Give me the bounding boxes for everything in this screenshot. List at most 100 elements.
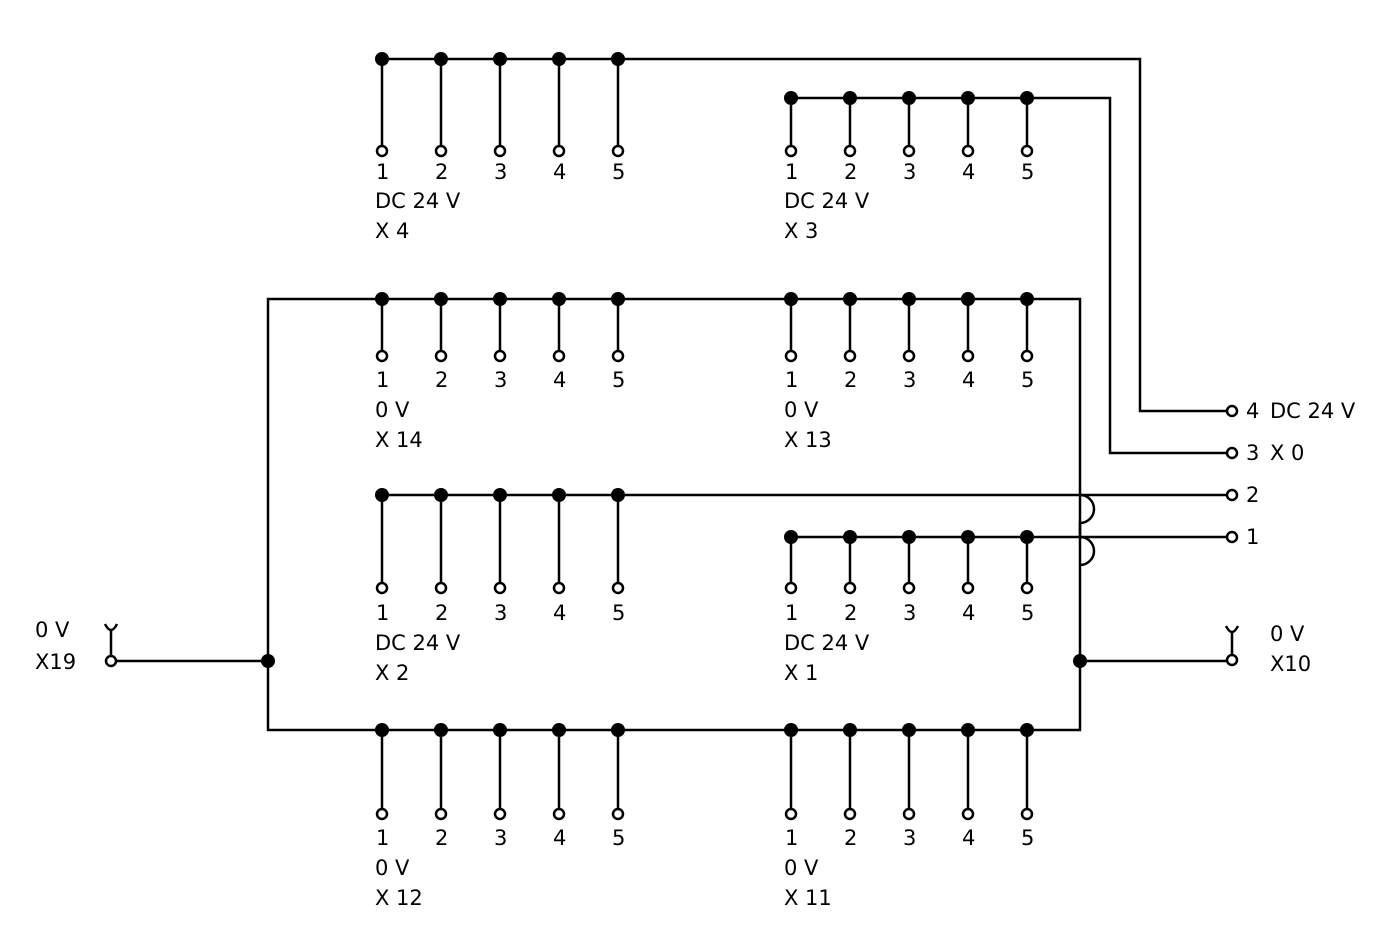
pin-terminal xyxy=(611,144,625,158)
connector-name: X 3 xyxy=(784,219,818,243)
pin-terminal xyxy=(434,144,448,158)
junction-dot xyxy=(902,530,916,544)
junction-dot xyxy=(611,488,625,502)
junction-dot xyxy=(784,530,798,544)
junction-dot xyxy=(611,292,625,306)
pin-terminal xyxy=(434,807,448,821)
connector-voltage: DC 24 V xyxy=(784,631,870,655)
pin-number: 4 xyxy=(553,160,566,184)
output-2-terminal xyxy=(1225,488,1239,502)
junction-dot xyxy=(961,530,975,544)
pin-number: 5 xyxy=(612,368,625,392)
pin-terminal xyxy=(1020,807,1034,821)
pin-terminal xyxy=(611,349,625,363)
junction-dot xyxy=(961,723,975,737)
wire-x2-to-out2 xyxy=(382,493,1096,537)
junction-dot xyxy=(611,723,625,737)
pin-terminal xyxy=(375,144,389,158)
pin-number: 1 xyxy=(785,826,798,850)
connector-voltage: DC 24 V xyxy=(375,631,461,655)
junction-dot xyxy=(784,723,798,737)
pin-number: 1 xyxy=(785,160,798,184)
x10-terminal xyxy=(1225,653,1239,667)
pin-terminal xyxy=(961,349,975,363)
connector-name: X 2 xyxy=(375,661,409,685)
pin-terminal xyxy=(493,144,507,158)
pin-number: 4 xyxy=(553,826,566,850)
pin-number: 4 xyxy=(962,826,975,850)
junction-dot xyxy=(434,52,448,66)
junction-dot xyxy=(493,723,507,737)
junction-dot xyxy=(375,292,389,306)
connector-name: X 12 xyxy=(375,886,423,910)
x10-ground-fork-icon xyxy=(1224,625,1240,654)
junction-x10 xyxy=(1073,654,1087,668)
connector-name: X 1 xyxy=(784,661,818,685)
output-1-terminal xyxy=(1225,530,1239,544)
junction-dot xyxy=(434,723,448,737)
pin-number: 1 xyxy=(376,160,389,184)
connector-x14: 1 2 3 4 5 0 V X 14 xyxy=(375,292,625,452)
connector-voltage: 0 V xyxy=(784,856,819,880)
junction-dot xyxy=(1020,292,1034,306)
x10-voltage: 0 V xyxy=(1270,622,1305,646)
output-4-terminal xyxy=(1225,404,1239,418)
pin-number: 2 xyxy=(435,368,448,392)
connector-name: X 11 xyxy=(784,886,832,910)
junction-dot xyxy=(552,292,566,306)
connector-voltage: DC 24 V xyxy=(375,189,461,213)
junction-dot xyxy=(843,91,857,105)
pin-number: 5 xyxy=(612,160,625,184)
pin-number: 3 xyxy=(903,826,916,850)
connector-name: X 14 xyxy=(375,428,423,452)
pin-number: 4 xyxy=(962,368,975,392)
connector-voltage: 0 V xyxy=(784,398,819,422)
x19-name: X19 xyxy=(35,650,76,674)
wires xyxy=(117,57,1226,732)
pin-number: 3 xyxy=(494,368,507,392)
connector-voltage: 0 V xyxy=(375,398,410,422)
pin-terminal xyxy=(784,349,798,363)
junction-dot xyxy=(375,52,389,66)
pin-terminal xyxy=(493,807,507,821)
junction-dot xyxy=(784,292,798,306)
x10-name: X10 xyxy=(1270,652,1311,676)
pin-number: 5 xyxy=(1021,160,1034,184)
x19-terminal xyxy=(104,654,118,668)
pin-terminal xyxy=(902,581,916,595)
pin-terminal xyxy=(902,144,916,158)
junction-dot xyxy=(902,292,916,306)
ground-x10: 0 V X10 xyxy=(1224,622,1311,676)
pin-number: 5 xyxy=(1021,601,1034,625)
pin-number: 5 xyxy=(612,601,625,625)
ground-x19: 0 V X19 xyxy=(35,618,119,674)
pin-number: 1 xyxy=(376,368,389,392)
pin-terminal xyxy=(784,807,798,821)
pin-number: 4 xyxy=(962,160,975,184)
output-2-pin: 2 xyxy=(1246,483,1259,507)
pin-number: 5 xyxy=(1021,368,1034,392)
x19-voltage: 0 V xyxy=(35,618,70,642)
output-4-pin: 4 xyxy=(1246,399,1259,423)
pin-terminal xyxy=(843,349,857,363)
output-4-label: DC 24 V xyxy=(1270,399,1356,423)
junction-dot xyxy=(843,530,857,544)
pin-number: 4 xyxy=(962,601,975,625)
pin-terminal xyxy=(1020,581,1034,595)
pin-number: 4 xyxy=(553,368,566,392)
pin-number: 1 xyxy=(376,601,389,625)
pin-number: 3 xyxy=(903,368,916,392)
junction-dot xyxy=(493,292,507,306)
wire-0v-frame xyxy=(266,297,1082,732)
output-3-pin: 3 xyxy=(1246,441,1259,465)
pin-terminal xyxy=(552,581,566,595)
pin-terminal xyxy=(493,349,507,363)
junction-dot xyxy=(434,488,448,502)
pin-terminal xyxy=(843,144,857,158)
pin-terminal xyxy=(493,581,507,595)
